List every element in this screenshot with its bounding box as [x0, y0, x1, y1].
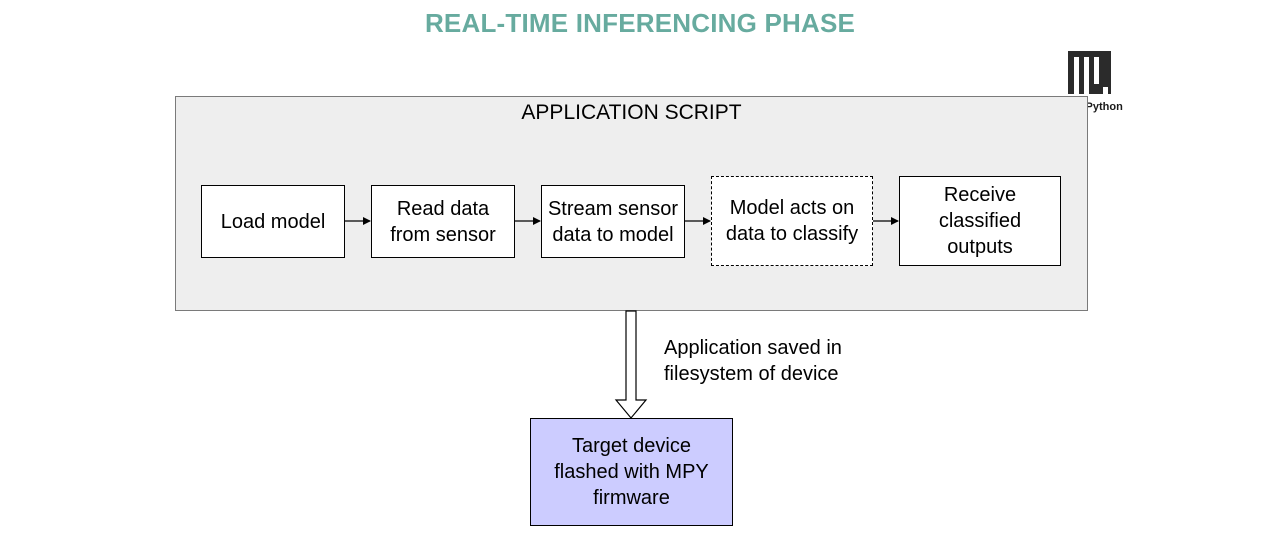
step-model-classify: Model acts on data to classify [711, 176, 873, 266]
micropython-logo-icon [1068, 51, 1111, 94]
step-stream-data: Stream sensor data to model [541, 185, 685, 258]
arrow-script-to-device [614, 310, 648, 419]
application-script-label: APPLICATION SCRIPT [521, 101, 742, 124]
connection-label: Application saved in filesystem of devic… [664, 337, 842, 385]
step-receive-outputs: Receive classified outputs [899, 176, 1061, 266]
target-device-box: Target device flashed with MPY firmware [530, 418, 733, 526]
step-read-data: Read data from sensor [371, 185, 515, 258]
diagram-title: REAL-TIME INFERENCING PHASE [424, 8, 856, 38]
step-load-model: Load model [201, 185, 345, 258]
